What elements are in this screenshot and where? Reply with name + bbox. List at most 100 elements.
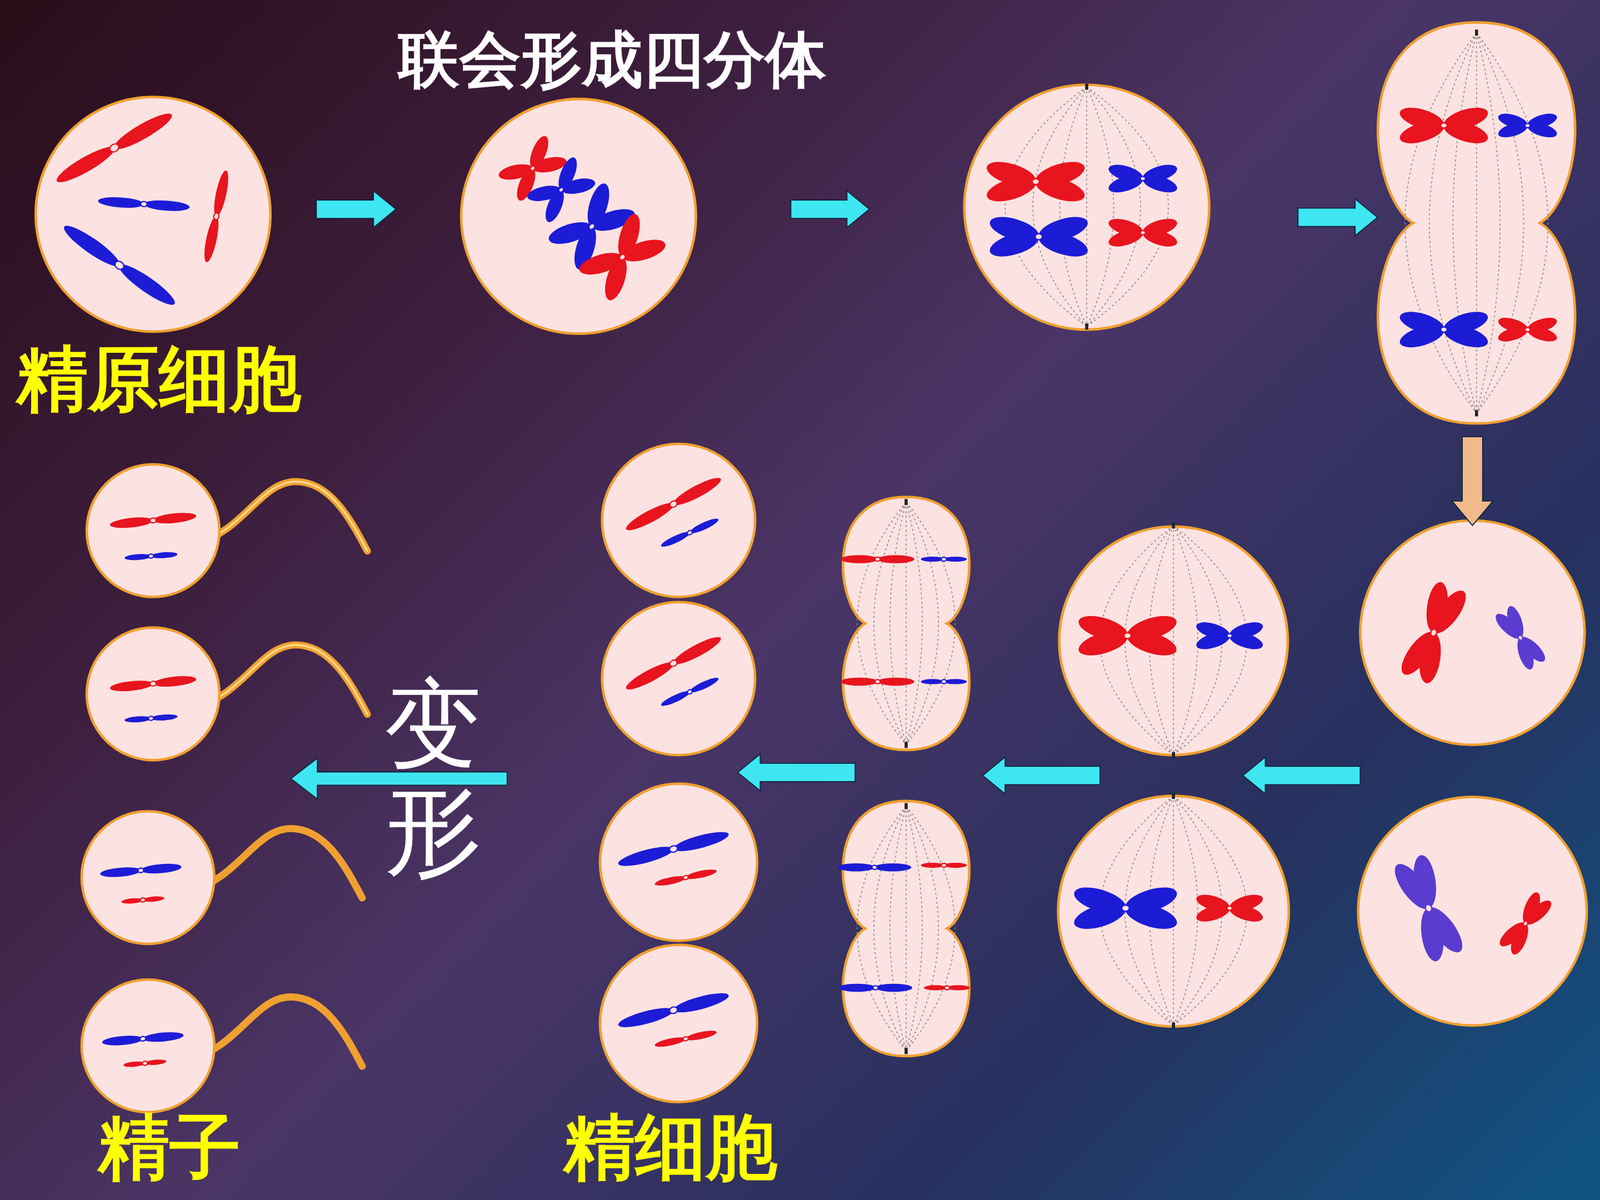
chromosome (653, 1028, 718, 1049)
chromosome-arm (53, 141, 119, 188)
spindle-fiber (905, 806, 907, 1052)
chromosome-arm (877, 555, 915, 564)
chromosome-arm (144, 1058, 167, 1067)
chromosome-arm (109, 515, 154, 530)
chromosome (838, 983, 913, 993)
chromosome (109, 674, 197, 693)
cell (35, 96, 270, 332)
spindle-fiber (1476, 32, 1549, 414)
chromatid (1525, 110, 1559, 132)
chromatid (1032, 157, 1088, 192)
cell (964, 84, 1210, 330)
centromere (587, 222, 596, 231)
spindle-fiber (1405, 32, 1477, 414)
centromere (148, 553, 154, 559)
spindle-pole (1475, 410, 1479, 417)
centromere (1522, 920, 1529, 927)
chromosome-arm (688, 516, 720, 536)
process-arrow (1242, 757, 1360, 794)
chromosome (60, 220, 179, 310)
spindle-pole (904, 498, 908, 505)
spindle-fiber (906, 806, 939, 1052)
chromatid (1525, 315, 1559, 336)
chromosome-arm (623, 658, 677, 694)
chromosome (1397, 103, 1491, 148)
chromatid (526, 133, 553, 171)
centromere (108, 142, 120, 154)
chromosome (1071, 882, 1180, 934)
spindle-pole (1171, 522, 1175, 529)
chromosome (121, 895, 165, 905)
chromosome (659, 675, 720, 709)
chromosome (653, 867, 718, 888)
chromosome-arm (875, 983, 913, 993)
chromosome (101, 1030, 184, 1047)
cell (602, 602, 756, 756)
spindle-fiber (1086, 86, 1141, 327)
chromatid (1441, 307, 1491, 339)
chromosome (921, 556, 968, 562)
centromere (686, 530, 693, 537)
chromosome-arm (121, 897, 143, 905)
centromere (1525, 123, 1530, 128)
chromosome-arm (943, 678, 967, 684)
chromosome-arm (150, 713, 178, 722)
centromere (557, 186, 565, 194)
stage-title: 联会形成四分体 (398, 25, 827, 93)
chromosome-arm (152, 511, 197, 525)
cell-label: 精原细胞 (16, 340, 302, 419)
chromatid (541, 187, 568, 225)
chromatid (1194, 901, 1232, 925)
spindle-fiber (873, 806, 907, 1052)
cell (461, 98, 696, 334)
chromosome-arm (685, 1028, 718, 1043)
chromosome-arm (616, 842, 675, 870)
chromatid (613, 211, 645, 260)
chromatid (1441, 103, 1491, 135)
chromatid (1227, 891, 1265, 915)
centromere (113, 259, 126, 272)
spindle-fiber (906, 502, 939, 745)
chromosome-arm (653, 1035, 687, 1049)
chromatid (583, 181, 614, 230)
chromosome-arm (110, 108, 176, 154)
cell (1360, 520, 1585, 745)
centromere (1035, 233, 1043, 240)
process-arrow (1452, 436, 1493, 526)
spindle-fiber (1452, 32, 1477, 414)
chromatid (1397, 320, 1447, 352)
process-arrow (982, 757, 1100, 794)
spindle-pole (904, 741, 908, 748)
process-label: 变形 (384, 671, 482, 885)
centromere (941, 679, 947, 684)
chromosome (124, 713, 178, 723)
chromosome (1386, 848, 1472, 968)
centromere (1121, 905, 1130, 912)
chromosome (840, 677, 914, 687)
spindle-fiber (857, 806, 907, 1052)
chromosome-arm (653, 873, 687, 888)
chromosome-arm (688, 675, 720, 695)
centromere (686, 688, 693, 695)
centromere (1227, 633, 1233, 638)
chromatid (1507, 921, 1532, 957)
chromosome-arm (60, 220, 124, 272)
chromatid (1496, 323, 1530, 345)
spindle-pole (1085, 83, 1089, 90)
chromosome-arm (123, 1060, 145, 1068)
chromosome (921, 862, 968, 868)
spindle-fiber (905, 502, 907, 745)
centromere (1517, 634, 1524, 642)
chromosome (97, 196, 190, 213)
chromosome-arm (840, 677, 878, 687)
chromatid (600, 254, 632, 303)
chromatid (1071, 897, 1129, 934)
chromatid (1397, 116, 1447, 148)
centromere (140, 1036, 147, 1042)
chromosome-arm (943, 862, 967, 868)
spindle-fiber (1173, 796, 1198, 1026)
process-arrow (790, 190, 869, 228)
chromatid (1124, 611, 1180, 646)
chromatid (987, 227, 1043, 262)
chromatid (1106, 171, 1145, 196)
